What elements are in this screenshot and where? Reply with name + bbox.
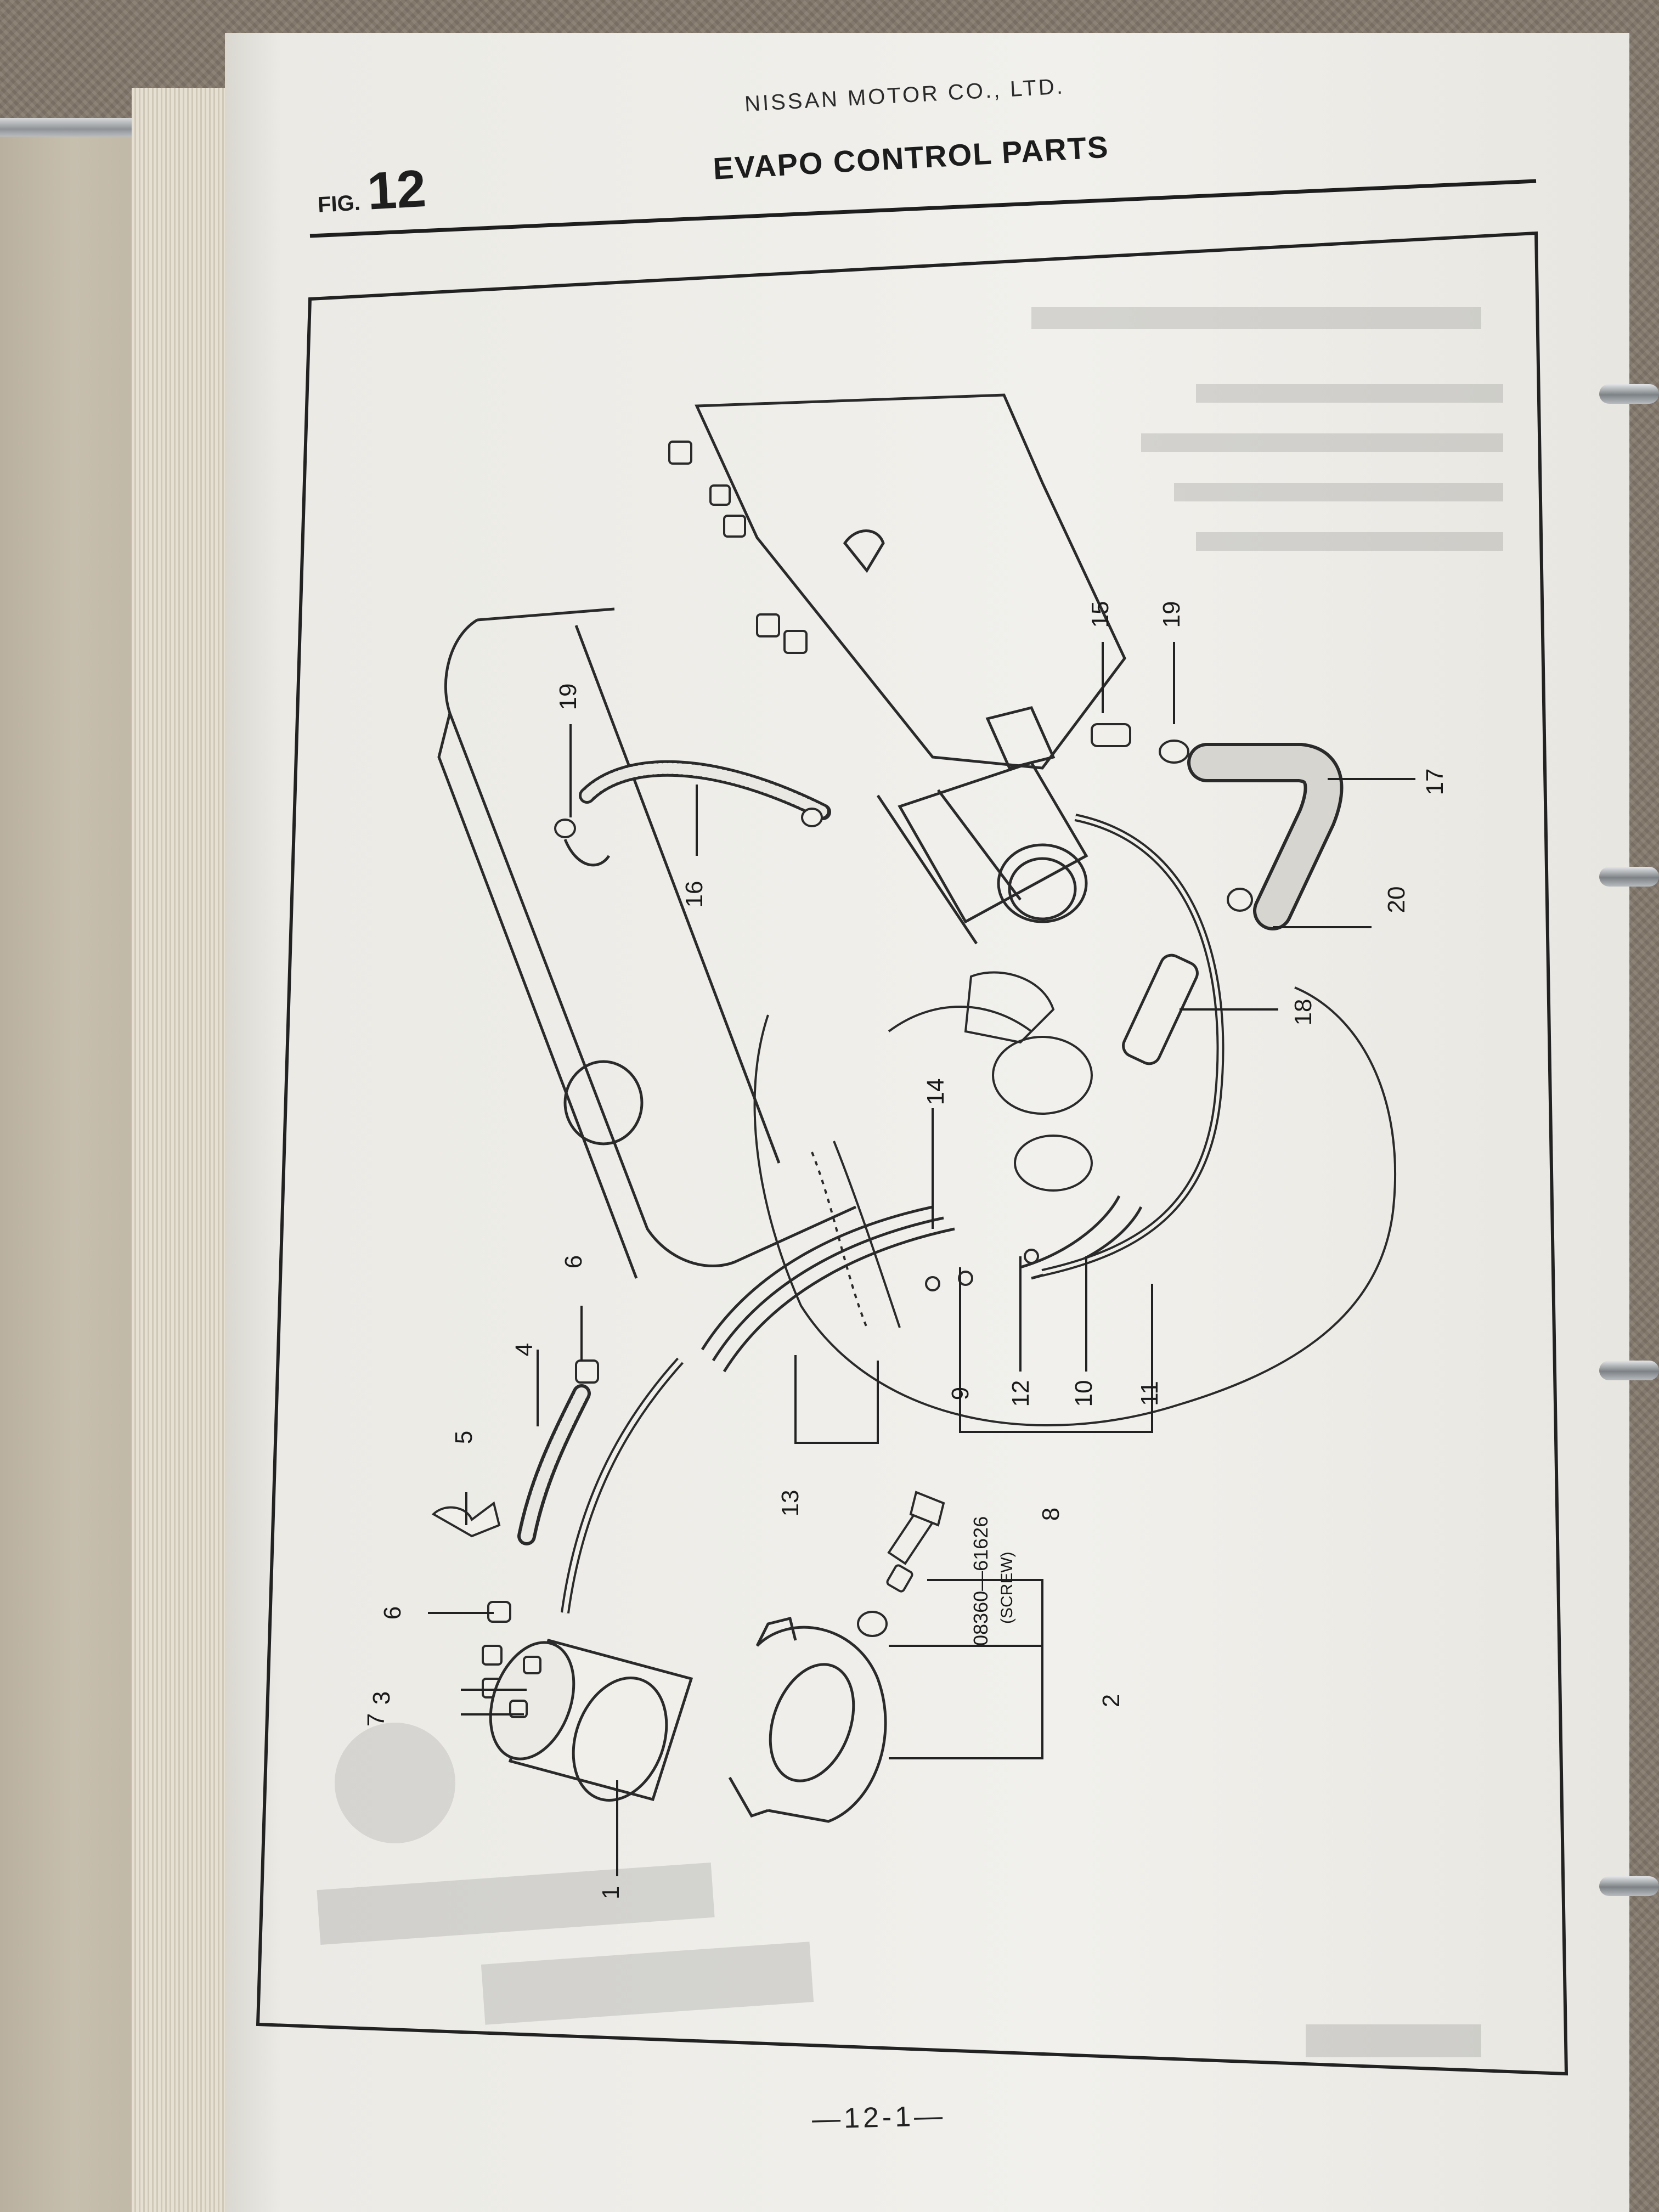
callout-11: 11 [1136,1381,1163,1406]
binder-ring [1599,384,1659,404]
callout-numbers: 1 2 3 4 5 6 6 7 8 9 10 11 12 13 14 15 16… [363,601,1448,1900]
hose-18 [1122,953,1199,1065]
small-fittings [431,723,1253,1699]
binder-ring [1599,1361,1659,1380]
callout-7: 7 [363,1713,390,1726]
manual-page [225,33,1629,2212]
screw-part-number: 08360—61626 [969,1516,992,1646]
engine-block [753,971,1396,1427]
watermark-stamp [317,1723,814,2025]
canister-bracket [728,1616,887,1823]
page-number: —12-1— [811,2100,946,2136]
callout-15: 15 [1087,601,1114,628]
callout-19b: 19 [1158,601,1185,628]
header-rule [309,179,1537,238]
rocker-cover [437,607,857,1279]
callout-1: 1 [597,1886,624,1899]
callout-19a: 19 [555,684,582,710]
callout-3: 3 [368,1691,395,1705]
manifold-studs [668,441,808,654]
leader-lines [428,642,1415,1876]
charcoal-canister [489,1638,693,1802]
callout-17: 17 [1421,769,1448,795]
callout-12: 12 [1007,1380,1034,1407]
air-intake [898,706,1088,924]
vacuum-lines [701,1195,1143,1373]
callout-2: 2 [1098,1694,1125,1707]
callout-14: 14 [922,1079,949,1105]
intake-manifold [695,393,1126,945]
callout-5: 5 [450,1431,477,1444]
callout-6b: 6 [560,1255,587,1268]
callout-16: 16 [681,881,708,908]
page-edges [132,88,230,2212]
binder-ring [1599,1876,1659,1896]
callout-8: 8 [1037,1508,1064,1521]
screw-label: (SCREW) [998,1551,1016,1624]
callout-6a: 6 [379,1606,406,1620]
screw-part-label: 08360—61626 (SCREW) [969,1516,1016,1646]
callout-20: 20 [1383,887,1410,913]
diagram-frame [256,231,1568,2076]
binder-ring [1599,867,1659,887]
callout-10: 10 [1070,1380,1097,1407]
screw-icon [887,1491,945,1565]
callout-13: 13 [777,1490,804,1517]
callout-18: 18 [1290,999,1317,1026]
callout-9: 9 [947,1387,974,1400]
bleed-through-text [1031,307,1503,2057]
callout-4: 4 [511,1343,538,1356]
